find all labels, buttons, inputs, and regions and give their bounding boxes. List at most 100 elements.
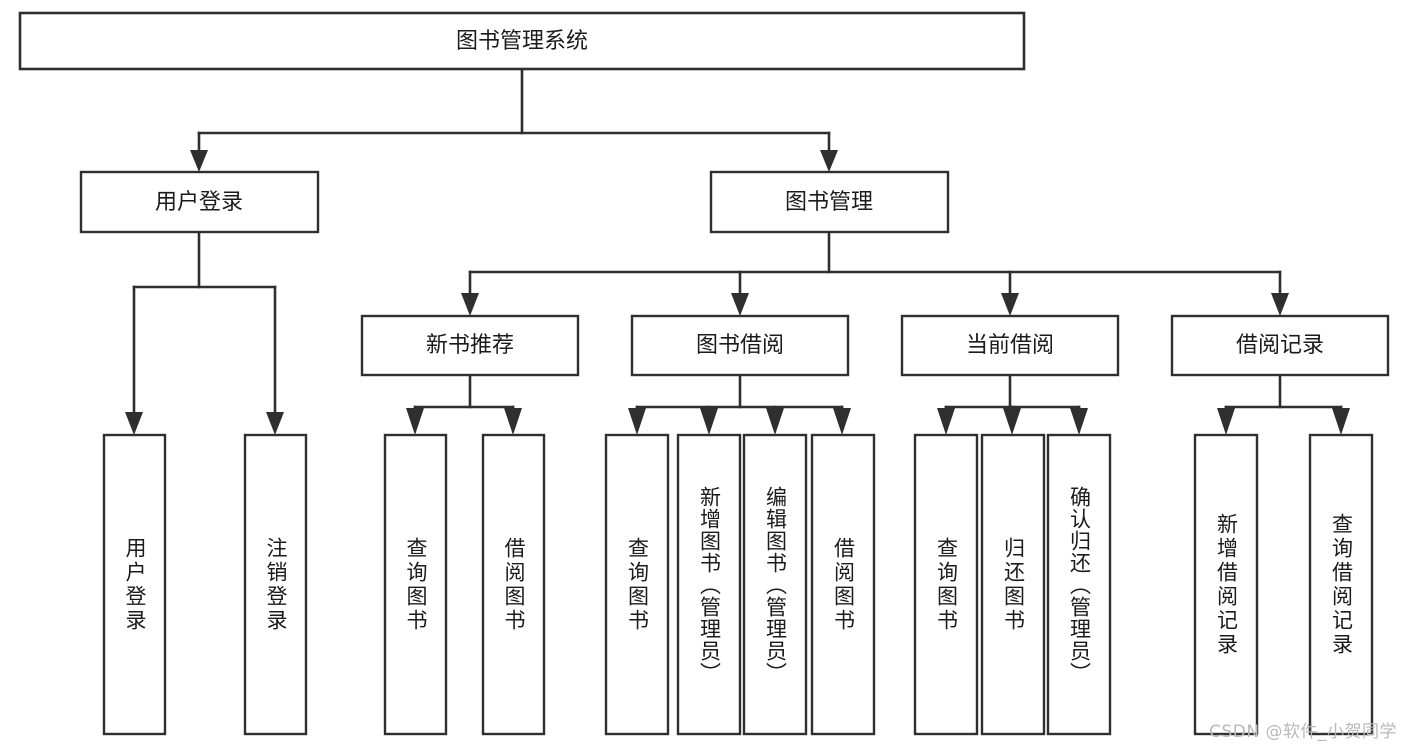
node-borrow-record[interactable]: 借阅记录 xyxy=(1170,314,1390,377)
arrow-head-l2-1 xyxy=(461,293,479,316)
node-new-book-recommend[interactable]: 新书推荐 xyxy=(360,314,580,377)
leaf-cb-query-label: 查询图书 xyxy=(934,536,959,633)
node-root-system[interactable]: 图书管理系统 xyxy=(18,11,1026,71)
csdn-watermark: CSDN @软件_小贺同学 xyxy=(1209,722,1397,742)
leaf-cb-confirm-label: 确认归还（管理员） xyxy=(1067,485,1092,684)
node-root-label: 图书管理系统 xyxy=(456,29,588,54)
leaf-cb-confirm-box[interactable] xyxy=(1046,433,1112,736)
connector-book-borrow-to-leaves xyxy=(628,373,851,435)
leaf-node[interactable]: 借阅图书 xyxy=(481,433,546,736)
connector-user-login-to-leaves xyxy=(125,230,284,435)
node-book-borrow[interactable]: 图书借阅 xyxy=(630,314,850,377)
connector-book-manage-to-level2 xyxy=(461,230,1289,316)
node-book-manage-box[interactable] xyxy=(709,170,950,234)
node-current-borrow-box[interactable] xyxy=(900,314,1120,377)
arrow-head-r2 xyxy=(1332,408,1350,435)
leaf-br-query-box[interactable] xyxy=(1308,433,1374,736)
leaf-nb-borrow-label: 借阅图书 xyxy=(501,536,526,633)
arrow-head-b2 xyxy=(700,408,718,435)
leaf-nb-borrow-box[interactable] xyxy=(481,433,546,736)
leaf-br-add-text-wrap: 新增借阅记录 xyxy=(1214,512,1239,657)
leaf-bb-borrow-label: 借阅图书 xyxy=(831,536,856,633)
leaf-node[interactable]: 查询图书 xyxy=(913,433,979,736)
leaf-bb-query-box[interactable] xyxy=(604,433,670,736)
node-user-login[interactable]: 用户登录 xyxy=(79,170,320,234)
arrow-head-c2 xyxy=(1003,408,1021,435)
leaf-logout-label: 注销登录 xyxy=(263,536,288,633)
leaf-node[interactable]: 新增借阅记录 xyxy=(1193,433,1259,736)
node-current-borrow-label: 当前借阅 xyxy=(966,333,1054,358)
leaf-cb-return-text-wrap: 归还图书 xyxy=(1001,536,1026,633)
leaf-node[interactable]: 归还图书 xyxy=(980,433,1046,736)
leaf-bb-edit-text-wrap: 编辑图书（管理员） xyxy=(763,485,788,684)
arrow-head-b3 xyxy=(766,408,784,435)
leaf-cb-confirm-text-wrap: 确认归还（管理员） xyxy=(1067,485,1092,684)
leaf-cb-query-box[interactable] xyxy=(913,433,979,736)
leaf-node[interactable]: 新增图书（管理员） xyxy=(676,433,742,736)
node-borrow-record-label: 借阅记录 xyxy=(1236,333,1324,358)
connector-root-to-level1 xyxy=(190,67,838,172)
leaf-node[interactable]: 查询图书 xyxy=(604,433,670,736)
leaf-bb-borrow-box[interactable] xyxy=(810,433,876,736)
arrow-head-u2 xyxy=(266,412,284,435)
leaf-node[interactable]: 查询借阅记录 xyxy=(1308,433,1374,736)
arrow-head-b4 xyxy=(833,408,851,435)
leaf-bb-edit-label: 编辑图书（管理员） xyxy=(763,485,788,684)
arrow-head-book-manage xyxy=(820,150,838,172)
node-book-borrow-label: 图书借阅 xyxy=(696,333,784,358)
leaf-node[interactable]: 用户登录 xyxy=(102,433,167,736)
connector-current-borrow-to-leaves xyxy=(937,373,1088,435)
arrow-head-user-login xyxy=(190,150,208,172)
leaf-bb-query-text-wrap: 查询图书 xyxy=(625,536,650,633)
leaf-node[interactable]: 借阅图书 xyxy=(810,433,876,736)
arrow-head-c3 xyxy=(1070,408,1088,435)
node-book-borrow-box[interactable] xyxy=(630,314,850,377)
leaf-bb-edit-box[interactable] xyxy=(742,433,808,736)
leaf-node[interactable]: 查询图书 xyxy=(383,433,448,736)
leaf-nb-borrow-text-wrap: 借阅图书 xyxy=(501,536,526,633)
leaf-node[interactable]: 编辑图书（管理员） xyxy=(742,433,808,736)
leaf-br-add-label: 新增借阅记录 xyxy=(1214,512,1239,657)
leaf-logout-text-wrap: 注销登录 xyxy=(263,536,288,633)
leaf-user-login-box[interactable] xyxy=(102,433,167,736)
leaf-br-query-text-wrap: 查询借阅记录 xyxy=(1329,512,1354,657)
leaf-bb-add-label: 新增图书（管理员） xyxy=(697,485,722,684)
leaf-br-add-box[interactable] xyxy=(1193,433,1259,736)
arrow-head-u1 xyxy=(125,412,143,435)
leaf-cb-return-box[interactable] xyxy=(980,433,1046,736)
arrow-head-r1 xyxy=(1217,408,1235,435)
leaf-nb-query-box[interactable] xyxy=(383,433,448,736)
arrow-head-n2 xyxy=(504,408,522,435)
arrow-head-l2-4 xyxy=(1271,293,1289,316)
arrow-head-b1 xyxy=(628,408,646,435)
arrow-head-l2-3 xyxy=(1001,293,1019,316)
node-root-box[interactable] xyxy=(18,11,1026,71)
leaf-logout-box[interactable] xyxy=(243,433,308,736)
node-current-borrow[interactable]: 当前借阅 xyxy=(900,314,1120,377)
node-user-login-box[interactable] xyxy=(79,170,320,234)
connector-new-book-to-leaves xyxy=(406,373,522,435)
leaf-nb-query-label: 查询图书 xyxy=(403,536,428,633)
leaf-bb-query-label: 查询图书 xyxy=(625,536,650,633)
leaf-cb-query-text-wrap: 查询图书 xyxy=(934,536,959,633)
arrow-head-n1 xyxy=(406,408,424,435)
leaf-node[interactable]: 注销登录 xyxy=(243,433,308,736)
connector-borrow-record-to-leaves xyxy=(1217,373,1350,435)
arrow-head-c1 xyxy=(937,408,955,435)
arrow-head-l2-2 xyxy=(731,293,749,316)
leaf-br-query-label: 查询借阅记录 xyxy=(1329,512,1354,657)
leaf-bb-borrow-text-wrap: 借阅图书 xyxy=(831,536,856,633)
leaf-node[interactable]: 确认归还（管理员） xyxy=(1046,433,1112,736)
node-book-manage[interactable]: 图书管理 xyxy=(709,170,950,234)
node-user-login-label: 用户登录 xyxy=(155,190,243,215)
leaf-cb-return-label: 归还图书 xyxy=(1001,536,1026,633)
node-borrow-record-box[interactable] xyxy=(1170,314,1390,377)
leaf-bb-add-text-wrap: 新增图书（管理员） xyxy=(697,485,722,684)
node-new-book-recommend-label: 新书推荐 xyxy=(426,333,514,358)
leaf-nb-query-text-wrap: 查询图书 xyxy=(403,536,428,633)
node-new-book-recommend-box[interactable] xyxy=(360,314,580,377)
leaf-user-login-text-wrap: 用户登录 xyxy=(122,536,147,633)
leaf-user-login-label: 用户登录 xyxy=(122,536,147,633)
leaf-bb-add-box[interactable] xyxy=(676,433,742,736)
